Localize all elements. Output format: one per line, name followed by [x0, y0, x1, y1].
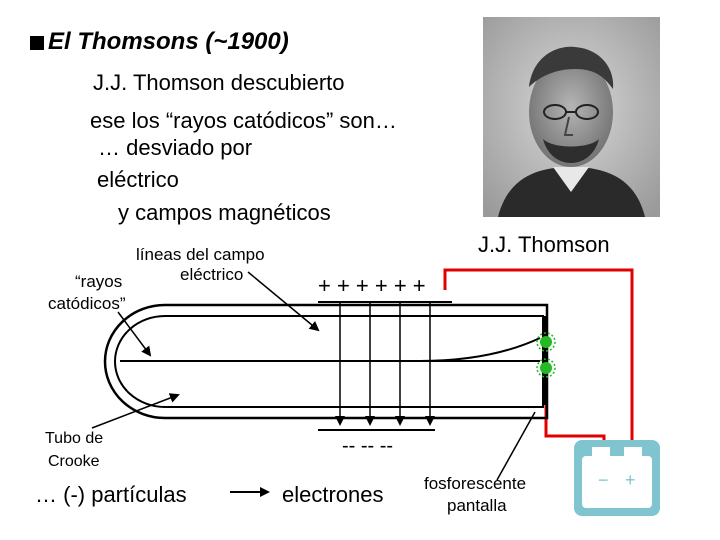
field-lines-label-1: líneas del campo	[136, 245, 265, 264]
battery-minus-label: −	[598, 470, 609, 490]
deflected-beam	[419, 337, 541, 362]
tube-inner	[114, 315, 544, 408]
battery-icon: − +	[574, 440, 660, 516]
wire-positive	[443, 268, 634, 462]
rays-label-2: catódicos”	[48, 294, 126, 313]
tube-pointer	[91, 393, 180, 429]
field-lines-label-2: eléctrico	[180, 265, 244, 284]
battery-plus-label: +	[625, 470, 636, 490]
square-bullet-icon	[30, 36, 44, 50]
intro-line-2: ese los “rayos catódicos” son…	[90, 108, 397, 133]
slide-title: El Thomsons (~1900)	[30, 28, 289, 56]
electric-field-lines	[335, 302, 435, 426]
intro-line-1: J.J. Thomson descubierto	[93, 70, 345, 95]
thomson-portrait	[483, 17, 660, 217]
circuit-wires	[443, 268, 634, 462]
intro-line-5: y campos magnéticos	[118, 200, 331, 225]
tube-label-1: Tubo de	[45, 430, 104, 447]
electrons-label: electrones	[282, 482, 384, 507]
tube-label-2: Crooke	[48, 453, 100, 470]
positive-plate-label: + + + + + +	[318, 273, 426, 298]
intro-line-3: … desviado por	[98, 135, 253, 160]
portrait-caption: J.J. Thomson	[478, 232, 610, 257]
field-lines-pointer	[247, 271, 320, 332]
screen-label-1: fosforescente	[424, 474, 527, 493]
screen-label-2: pantalla	[447, 496, 507, 515]
slide-title-text: El Thomsons (~1900)	[48, 28, 289, 55]
rays-label-1: “rayos	[75, 272, 123, 291]
negative-plate-label: -- -- --	[342, 435, 393, 457]
particles-label: … (-) partículas	[35, 482, 187, 507]
screen-pointer	[496, 411, 536, 481]
tube-outer	[103, 303, 549, 420]
intro-line-4: eléctrico	[97, 167, 179, 192]
rays-pointer	[117, 311, 152, 357]
glow-spots-icon	[536, 332, 556, 378]
